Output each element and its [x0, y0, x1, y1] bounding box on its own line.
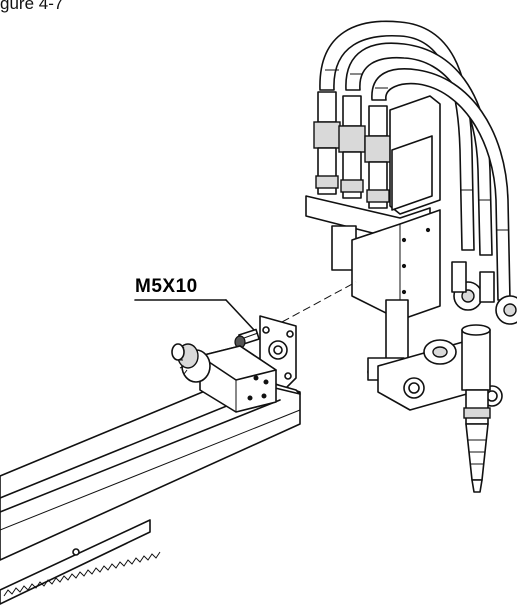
- lifter-plate: [351, 209, 441, 321]
- rack-teeth: [3, 551, 161, 597]
- alignment-line: [281, 281, 357, 323]
- rail-beam: [0, 373, 301, 605]
- mounting-bracket: [245, 315, 301, 395]
- screw-callout-label: M5X10: [135, 276, 198, 297]
- torch-assembly: [367, 261, 517, 493]
- motor-housing: [199, 345, 277, 413]
- figure-caption: gure 4-7: [0, 0, 64, 13]
- m5x10-screw: [234, 328, 260, 349]
- hose-fittings: [313, 91, 392, 209]
- cable-connector: [171, 343, 211, 383]
- callout-leader: [134, 299, 255, 331]
